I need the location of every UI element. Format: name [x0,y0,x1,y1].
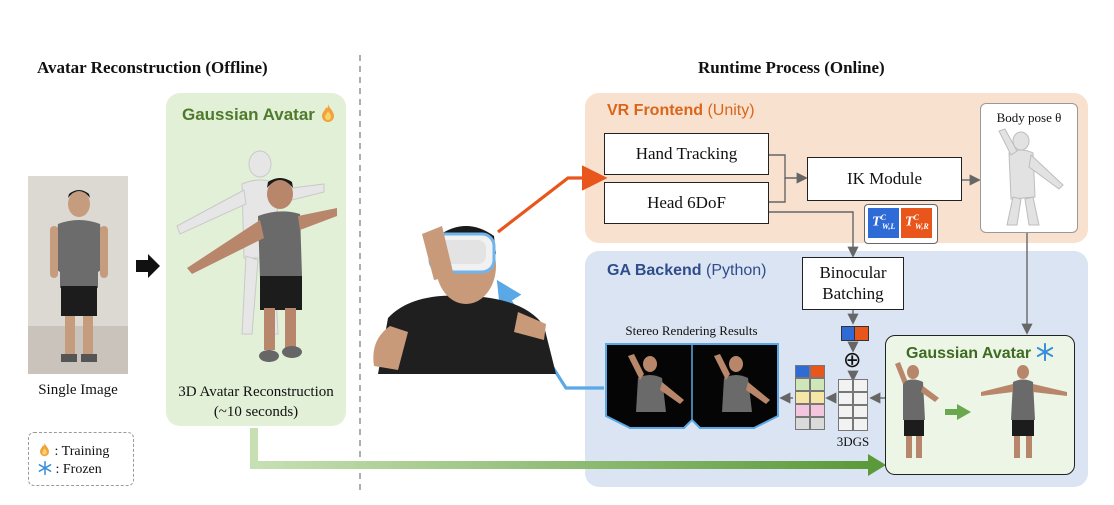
stereo-left-figure [628,354,684,412]
section-divider [359,55,361,495]
stereo-right-figure [714,354,770,412]
right-transform-sub: W,R [914,222,929,232]
online-avatar-title-text: Gaussian Avatar [906,345,1032,362]
snowflake-icon [38,460,56,477]
legend-frozen-label: : Frozen [55,462,102,477]
offline-avatar-title: Gaussian Avatar [182,103,336,125]
ga-backend-title-bold: GA Backend [607,262,702,279]
left-eye-transform: TCW,L [868,208,899,238]
head-6dof-box: Head 6DoF [604,182,769,224]
binocular-batching-box: Binocular Batching [802,257,904,310]
ik-module-box: IK Module [807,157,962,201]
right-transform-symbol: T [905,214,914,230]
vr-frontend-title: VR Frontend (Unity) [607,102,755,120]
body-pose-mesh [998,127,1064,226]
right-eye-transform: TCW,R [901,208,932,238]
input-photo [28,176,128,374]
ga-backend-title: GA Backend (Python) [607,262,766,280]
vr-frontend-title-bold: VR Frontend [607,102,703,119]
ga-backend-title-rest: (Python) [701,262,767,279]
fire-icon [320,104,336,124]
legend-frozen: : Frozen [38,460,102,478]
binocular-line2: Batching [822,283,884,303]
hand-tracking-box: Hand Tracking [604,133,769,175]
online-avatar-title: Gaussian Avatar [906,342,1054,363]
legend-training: : Training [38,442,109,460]
left-transform-sub: W,L [881,222,896,232]
reconstruction-caption-line2: (~10 seconds) [213,404,299,421]
legend-training-label: : Training [54,444,110,459]
body-pose-box: Body pose θ [980,103,1078,233]
online-avatar-figures [895,362,1067,458]
right-transform-sup: C [913,213,919,222]
concat-symbol: ⊕ [843,347,862,372]
body-pose-label: Body pose θ [996,110,1062,125]
dgs-label: 3DGS [836,434,870,449]
left-transform-sup: C [880,213,886,222]
input-image-caption: Single Image [38,382,118,398]
reconstruction-caption-line1: 3D Avatar Reconstruction [178,384,334,400]
offline-avatar-title-text: Gaussian Avatar [182,105,315,124]
vr-user-image [373,226,556,374]
input-to-avatar-arrow [136,254,160,278]
stereo-caption: Stereo Rendering Results [625,323,758,338]
online-section-title: Runtime Process (Online) [698,58,885,77]
binocular-line1: Binocular [819,263,887,283]
tpose-avatar-figure [981,365,1067,458]
reconstruction-caption: 3D Avatar Reconstruction (~10 seconds) [166,382,346,423]
vr-frontend-title-rest: (Unity) [703,102,755,119]
reconstructed-avatar-image [172,148,342,370]
fire-icon [38,442,55,459]
left-transform-symbol: T [872,214,881,230]
snowflake-icon [1036,342,1054,362]
batched-right-matrix [854,326,869,341]
legend-box [28,432,134,486]
stereo-rendering-results [605,343,779,429]
offline-section-title: Avatar Reconstruction (Offline) [37,58,268,77]
posed-avatar-figure [895,362,939,458]
